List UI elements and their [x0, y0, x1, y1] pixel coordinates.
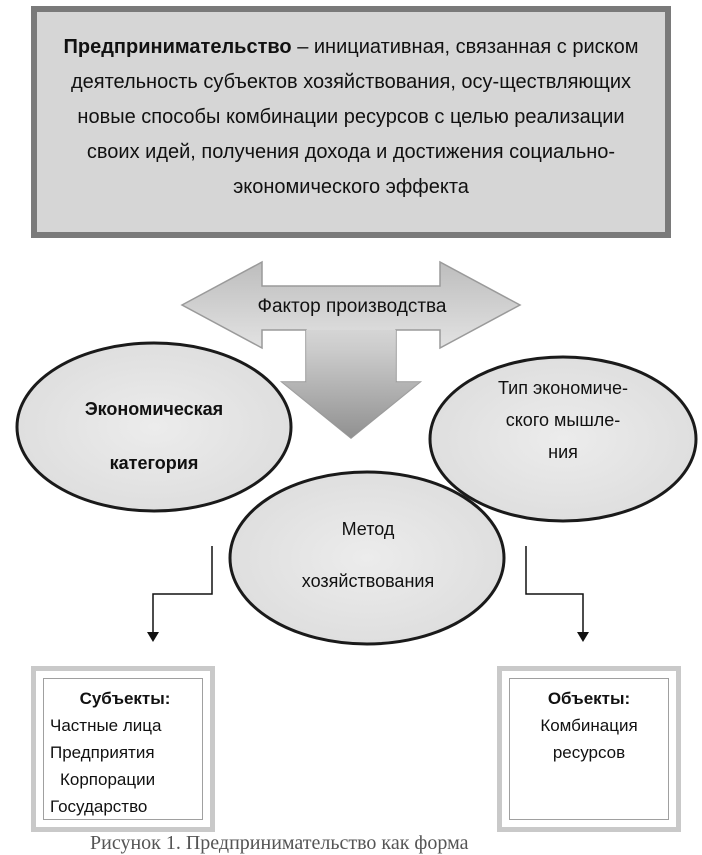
subjects-box: Субъекты: Частные лица Предприятия Корпо…: [31, 666, 215, 832]
arrowhead-left-icon: [147, 632, 159, 642]
figure-caption: Рисунок 1. Предпринимательство как форма: [90, 832, 469, 854]
objects-title: Объекты:: [547, 689, 631, 708]
ellipse-economic-category: [15, 341, 293, 513]
subjects-item: Предприятия: [50, 743, 155, 762]
connector-left: [152, 546, 213, 634]
definition-box: Предпринимательство – инициативная, связ…: [31, 6, 671, 238]
objects-item: Комбинация: [540, 716, 638, 735]
subjects-item: Корпорации: [60, 770, 156, 789]
management-method-label: Метод хозяйствования: [258, 503, 478, 607]
management-method-line2: хозяйствования: [301, 571, 435, 591]
three-way-arrow: [180, 260, 522, 439]
thinking-type-label: Тип экономиче- ского мышле- ния: [450, 372, 676, 468]
thinking-type-line3: ния: [548, 442, 578, 462]
arrowhead-right-icon: [577, 632, 589, 642]
objects-box: Объекты: Комбинация ресурсов: [497, 666, 681, 832]
subjects-title: Субъекты:: [79, 689, 171, 708]
ellipse-thinking-type: [428, 355, 698, 523]
economic-category-line1: Экономическая: [84, 399, 224, 419]
economic-category-label: Экономическая категория: [40, 382, 268, 490]
subjects-item: Государство: [50, 797, 148, 816]
definition-text: – инициативная, связанная с риском деяте…: [70, 36, 639, 198]
connector-right: [525, 546, 584, 634]
subjects-item: Частные лица: [50, 716, 162, 735]
thinking-type-line2: ского мышле-: [505, 410, 621, 430]
thinking-type-line1: Тип экономиче-: [497, 378, 629, 398]
objects-content: Объекты: Комбинация ресурсов: [512, 685, 666, 766]
arrow-label: Фактор производства: [257, 296, 447, 317]
definition-term: Предпринимательство: [63, 36, 292, 58]
objects-box-inner: [509, 678, 669, 820]
subjects-list: Частные лица Предприятия Корпорации Госу…: [50, 712, 161, 820]
ellipse-management-method: [228, 470, 506, 646]
objects-item: ресурсов: [552, 743, 626, 762]
management-method-line1: Метод: [341, 519, 395, 539]
economic-category-line2: категория: [109, 453, 199, 473]
subjects-box-inner: [43, 678, 203, 820]
